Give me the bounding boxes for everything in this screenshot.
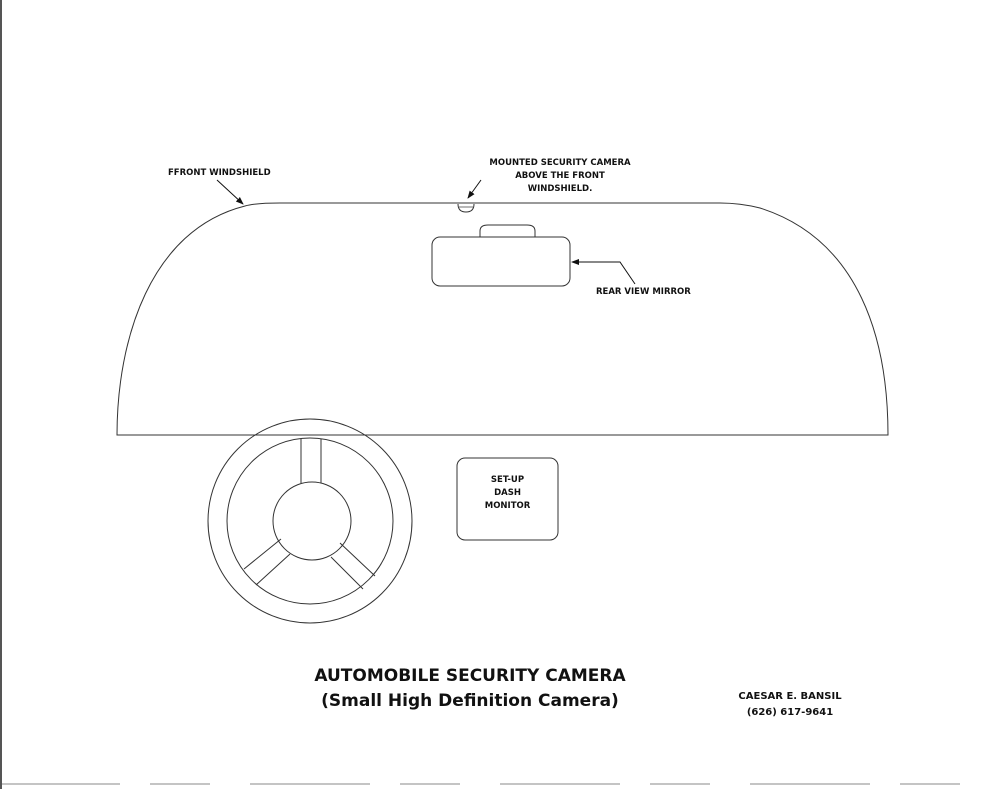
author-phone: (626) 617-9641 — [746, 707, 834, 718]
author-credit: CAESAR E. BANSIL (626) 617-9641 — [720, 689, 860, 721]
mirror-mount — [479, 224, 536, 237]
author-name: CAESAR E. BANSIL — [738, 691, 842, 702]
title-subtitle: (Small High Definition Camera) — [321, 691, 619, 711]
dash-monitor — [456, 457, 559, 541]
monitor-label-line1: SET-UP — [490, 475, 525, 485]
steering-spoke-left — [255, 553, 291, 586]
steering-wheel-inner-rim — [226, 437, 394, 605]
monitor-label: SET-UP DASH MONITOR — [457, 474, 558, 513]
camera-label-line1: MOUNTED SECURITY CAMERA — [489, 158, 631, 168]
camera-label: MOUNTED SECURITY CAMERA ABOVE THE FRONT … — [470, 157, 650, 196]
rear-view-mirror — [431, 236, 571, 287]
mirror-arrow-leader — [580, 261, 636, 285]
steering-spoke-left — [243, 538, 282, 570]
front-windshield-label: FFRONT WINDSHIELD — [168, 168, 271, 178]
steering-wheel-hub — [272, 481, 352, 561]
steering-wheel — [207, 418, 413, 624]
camera-label-line3: WINDSHIELD. — [527, 184, 593, 194]
monitor-label-line3: MONITOR — [484, 501, 531, 511]
steering-spoke-right — [330, 556, 364, 590]
camera-label-line2: ABOVE THE FRONT — [515, 171, 605, 181]
title-main: AUTOMOBILE SECURITY CAMERA — [314, 666, 626, 686]
windshield-outline — [116, 202, 889, 436]
monitor-label-line2: DASH — [494, 488, 521, 498]
windshield-arrow — [216, 179, 244, 205]
steering-wheel-outer-rim — [207, 418, 413, 624]
steering-spoke-right — [339, 542, 376, 577]
camera-arrow — [467, 179, 482, 199]
rear-view-mirror-label: REAR VIEW MIRROR — [596, 287, 691, 297]
security-camera — [457, 203, 475, 213]
diagram-title: AUTOMOBILE SECURITY CAMERA (Small High D… — [300, 664, 640, 714]
